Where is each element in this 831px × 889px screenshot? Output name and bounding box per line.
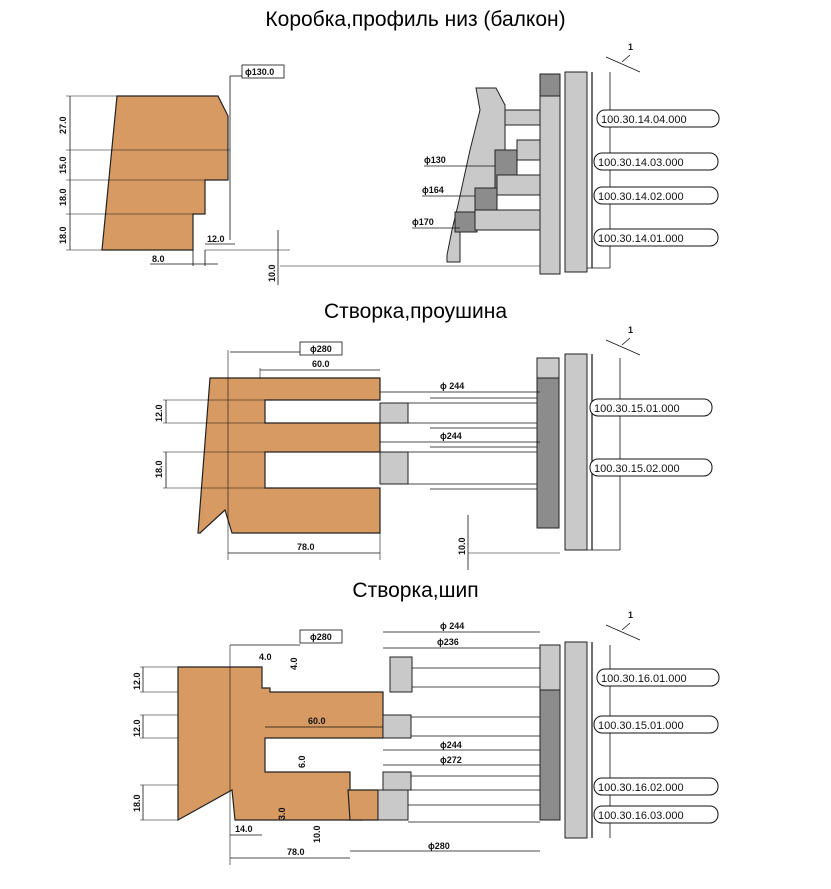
svg-text:100.30.15.01.000: 100.30.15.01.000	[598, 720, 684, 732]
svg-text:100.30.14.01.000: 100.30.14.01.000	[598, 233, 684, 245]
section-3-title: Створка,шип	[352, 579, 479, 602]
part-14-03: 100.30.14.03.000	[593, 152, 719, 171]
svg-text:1: 1	[628, 610, 633, 620]
dim-12-t1: 12.0	[132, 672, 142, 690]
part-15-02: 100.30.15.02.000	[589, 458, 713, 477]
cutter-insert-c	[454, 211, 478, 233]
cutter-t-244b: ϕ244	[440, 740, 462, 750]
svg-text:100.30.16.02.000: 100.30.16.02.000	[598, 782, 684, 794]
dim-4-b: 4.0	[289, 657, 299, 670]
dim-6-t: 6.0	[297, 755, 307, 768]
svg-text:100.30.14.02.000: 100.30.14.02.000	[598, 191, 684, 203]
eye-tooth-1	[379, 402, 409, 424]
section-3-drawing: ϕ280 4.0 4.0 12.0 12.0 60.0 6.0 18.0 3.0…	[132, 610, 720, 865]
part-16-03: 100.30.16.03.000	[593, 805, 719, 824]
cutter-d164: ϕ164	[422, 185, 444, 195]
part-16-01: 100.30.16.01.000	[596, 668, 720, 687]
part-15-01: 100.30.15.01.000	[589, 398, 713, 417]
cutter-d170: ϕ170	[412, 217, 434, 227]
dim-18-eye: 18.0	[154, 460, 164, 478]
section-arrow-3	[605, 624, 641, 641]
section-1-drawing: ϕ130.0 27.0 15.0 18.0 18.0 12.0 8.0 10.0	[58, 42, 720, 285]
cutter-t-280: ϕ280	[428, 841, 450, 851]
dim-18-t: 18.0	[132, 794, 142, 812]
cutter-insert-b	[474, 187, 498, 213]
dim-60: 60.0	[312, 359, 330, 369]
tenon-fragment	[347, 789, 379, 821]
diameter-label-3: ϕ280	[310, 632, 332, 642]
tenon-tooth-1	[389, 656, 413, 693]
dim-15: 15.0	[58, 156, 68, 174]
dim-18a: 18.0	[58, 188, 68, 206]
svg-text:1: 1	[628, 325, 633, 335]
cutter-t-236: ϕ236	[437, 637, 459, 647]
diameter-box-3	[299, 629, 343, 644]
diameter-box-2	[299, 341, 343, 356]
spindle-1	[564, 71, 588, 273]
dim-14-t: 14.0	[235, 824, 253, 834]
cutter-t-272: ϕ272	[440, 755, 462, 765]
part-14-01: 100.30.14.01.000	[593, 228, 719, 247]
diameter-box-1	[241, 64, 285, 79]
svg-text:100.30.15.02.000: 100.30.15.02.000	[594, 463, 680, 475]
section-arrow-1	[605, 56, 641, 73]
dim-12-t2: 12.0	[132, 719, 142, 737]
eye-hub	[536, 377, 560, 529]
svg-text:1: 1	[628, 42, 633, 52]
section-2-drawing: ϕ280 60.0 12.0 18.0 78.0 10.0 ϕ 244 ϕ244	[154, 325, 713, 570]
dim-27: 27.0	[58, 116, 68, 134]
part-14-02: 100.30.14.02.000	[593, 186, 719, 205]
diameter-label-1: ϕ130.0	[245, 67, 274, 77]
spindle-3	[564, 641, 588, 839]
dim-10: 10.0	[267, 264, 277, 282]
dim-8: 8.0	[152, 254, 165, 264]
dim-78-eye: 78.0	[297, 542, 315, 552]
part-14-04: 100.30.14.04.000	[596, 109, 720, 128]
tenon-tooth-2	[382, 714, 412, 739]
cutter-d130: ϕ130	[424, 155, 446, 165]
cutter-eye-244b: ϕ244	[440, 431, 462, 441]
sash-tenon-wood	[177, 666, 384, 822]
part-16-02: 100.30.16.02.000	[593, 777, 719, 796]
cutter-t-244a: ϕ 244	[440, 621, 464, 631]
svg-text:100.30.15.01.000: 100.30.15.01.000	[594, 403, 680, 415]
spindle-sleeve-1	[539, 73, 561, 275]
tenon-tooth-3	[382, 771, 412, 791]
dim-10-t: 10.0	[312, 825, 322, 843]
sash-eye-wood	[197, 377, 381, 534]
tenon-tooth-4	[377, 789, 409, 821]
spindle-2	[564, 353, 588, 551]
tenon-hub	[539, 689, 561, 821]
section-2-title: Створка,проушина	[323, 300, 508, 323]
dim-60-t: 60.0	[308, 716, 326, 726]
diameter-label-2: ϕ280	[310, 344, 332, 354]
section-arrow-2	[605, 339, 641, 356]
section-1-title: Коробка,профиль низ (балкон)	[265, 8, 566, 31]
svg-text:100.30.16.03.000: 100.30.16.03.000	[598, 810, 684, 822]
part-15-01-t: 100.30.15.01.000	[593, 715, 719, 734]
eye-tooth-2	[379, 451, 409, 485]
cutter-eye-244a: ϕ 244	[440, 381, 464, 391]
frame-profile-wood	[101, 95, 229, 251]
dim-3-t: 3.0	[277, 807, 287, 820]
dim-78-t: 78.0	[287, 847, 305, 857]
dim-10-eye: 10.0	[457, 537, 467, 555]
svg-text:100.30.16.01.000: 100.30.16.01.000	[601, 673, 687, 685]
svg-text:100.30.14.04.000: 100.30.14.04.000	[601, 114, 687, 126]
dim-12-eye: 12.0	[154, 404, 164, 422]
dim-4-a: 4.0	[259, 652, 272, 662]
dim-12: 12.0	[207, 234, 225, 244]
svg-text:100.30.14.03.000: 100.30.14.03.000	[598, 157, 684, 169]
dim-18b: 18.0	[58, 226, 68, 244]
